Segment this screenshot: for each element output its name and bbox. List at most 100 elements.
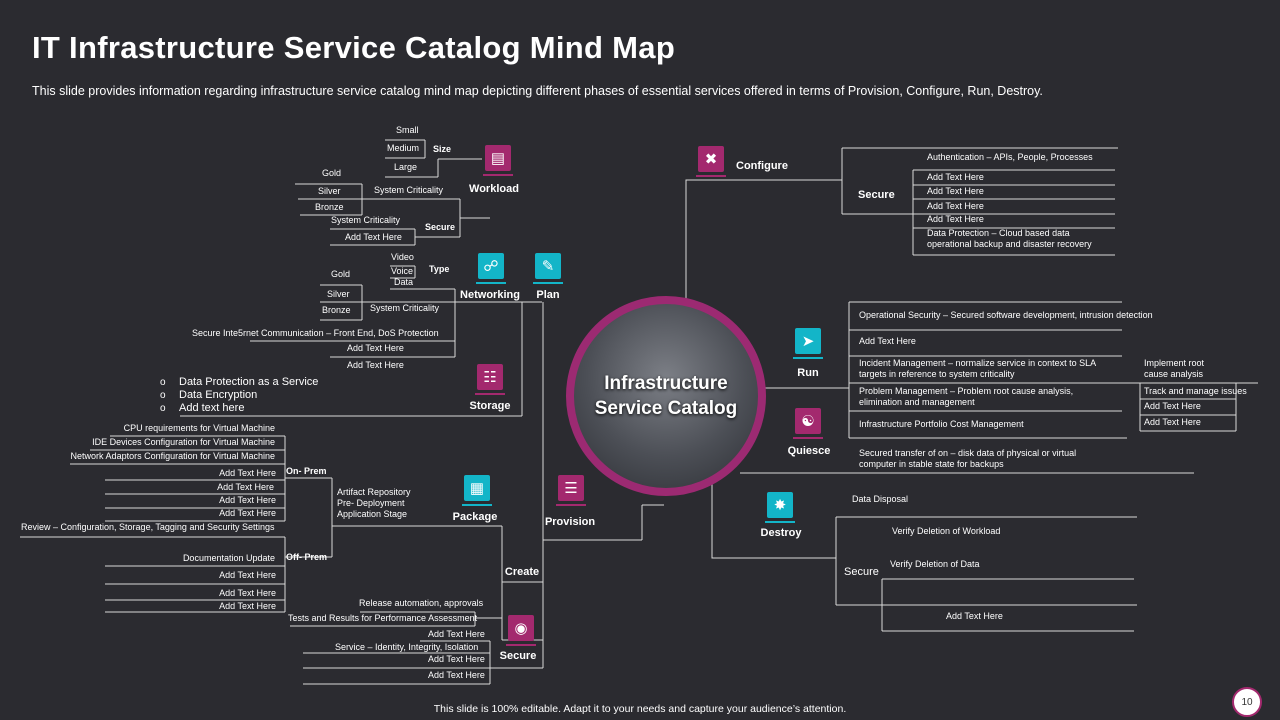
run-problem: Problem Management – Problem root cause … xyxy=(859,386,1074,407)
onprem-item: Network Adaptors Configuration for Virtu… xyxy=(70,451,275,461)
run-track: Track and manage issues xyxy=(1144,386,1247,396)
destroy-item: Verify Deletion of Data xyxy=(890,559,980,569)
size-large: Large xyxy=(394,162,418,172)
configure-item: Authentication – APIs, People, Processes xyxy=(927,152,1093,162)
quiesce-text: Secured transfer of on – disk data of ph… xyxy=(859,448,1077,469)
size-small: Small xyxy=(396,125,419,135)
application-stage: Application Stage xyxy=(337,509,408,519)
secure-add-1: Add Text Here xyxy=(428,629,485,639)
net-add-2: Add Text Here xyxy=(347,360,404,370)
page-number: 10 xyxy=(1232,687,1262,717)
run-add-right-2: Add Text Here xyxy=(1144,417,1201,427)
node-storage: Storage xyxy=(469,400,511,412)
net-add-1: Add Text Here xyxy=(347,343,404,353)
storage-icon: ☷ xyxy=(475,364,505,395)
storage-list: Data Protection as a Service Data Encryp… xyxy=(160,376,318,415)
node-configure: Configure xyxy=(736,160,788,172)
tests-results: Tests and Results for Performance Assess… xyxy=(288,613,478,623)
storage-item: Data Protection as a Service xyxy=(160,376,318,389)
secure-add-3: Add Text Here xyxy=(428,670,485,680)
type-label: Type xyxy=(429,264,450,274)
destroy-item: Verify Deletion of Workload xyxy=(892,526,1001,536)
node-secure-bottom: Secure xyxy=(499,650,537,662)
configure-item: Add Text Here xyxy=(927,172,984,182)
offprem-item: Add Text Here xyxy=(219,588,276,598)
handshake-icon: ☯ xyxy=(793,408,823,439)
run-portfolio: Infrastructure Portfolio Cost Management xyxy=(859,419,1024,429)
workload-secure-label: Secure xyxy=(425,222,456,232)
configure-item: Add Text Here xyxy=(927,186,984,196)
tier-silver: Silver xyxy=(318,186,341,196)
type-video: Video xyxy=(391,252,414,262)
offprem-label: Off- Prem xyxy=(286,552,328,562)
data-disposal: Data Disposal xyxy=(852,494,909,504)
onprem-item: Add Text Here xyxy=(219,495,276,505)
node-package: Package xyxy=(452,511,498,523)
destroy-secure-label: Secure xyxy=(844,566,879,578)
secure-add-2: Add Text Here xyxy=(428,654,485,664)
workload-secure-add: Add Text Here xyxy=(345,232,402,242)
run-icon: ➤ xyxy=(793,328,823,359)
workload-icon: ▤ xyxy=(483,145,513,176)
node-provision: Provision xyxy=(544,516,596,528)
offprem-item: Documentation Update xyxy=(182,553,275,563)
type-voice: Voice xyxy=(391,266,414,276)
slide-footer: This slide is 100% editable. Adapt it to… xyxy=(433,703,847,715)
configure-item: Add Text Here xyxy=(927,214,984,224)
node-destroy: Destroy xyxy=(760,527,802,539)
service-identity: Service – Identity, Integrity, Isolation xyxy=(335,642,479,652)
offprem-item: Add Text Here xyxy=(219,570,276,580)
destroy-icon: ✸ xyxy=(765,492,795,523)
configure-secure-label: Secure xyxy=(858,189,895,201)
size-label: Size xyxy=(433,144,452,154)
run-operational: Operational Security – Secured software … xyxy=(859,310,1153,320)
node-plan: Plan xyxy=(536,289,560,301)
plan-icon: ✎ xyxy=(533,253,563,284)
tools-icon: ✖ xyxy=(696,146,726,177)
onprem-item: CPU requirements for Virtual Machine xyxy=(123,423,275,433)
node-quiesce: Quiesce xyxy=(787,445,831,457)
package-icon: ▦ xyxy=(462,475,492,506)
storage-item: Data Encryption xyxy=(160,389,318,402)
workload-secure-criticality: System Criticality xyxy=(331,215,401,225)
pre-deployment: Pre- Deployment xyxy=(337,498,405,508)
configure-item: Add Text Here xyxy=(927,201,984,211)
type-data: Data xyxy=(394,277,414,287)
tier-gold: Gold xyxy=(322,168,342,178)
workload-system-criticality: System Criticality xyxy=(374,185,444,195)
run-add: Add Text Here xyxy=(859,336,916,346)
node-workload: Workload xyxy=(469,183,519,195)
net-system-criticality: System Criticality xyxy=(370,303,440,313)
tier-bronze: Bronze xyxy=(315,202,344,212)
size-medium: Medium xyxy=(387,143,420,153)
net-tier-gold: Gold xyxy=(331,269,351,279)
node-networking: Networking xyxy=(460,289,520,301)
node-create: Create xyxy=(504,566,540,578)
provision-icon: ☰ xyxy=(556,475,586,506)
offprem-item: Add Text Here xyxy=(219,601,276,611)
slide-title: IT Infrastructure Service Catalog Mind M… xyxy=(32,30,676,65)
net-tier-silver: Silver xyxy=(327,289,350,299)
release-automation: Release automation, approvals xyxy=(359,598,484,608)
run-add-right-1: Add Text Here xyxy=(1144,401,1201,411)
slide-subtitle: This slide provides information regardin… xyxy=(32,84,1043,98)
destroy-item: Add Text Here xyxy=(946,611,1003,621)
onprem-item: Add Text Here xyxy=(217,482,274,492)
storage-item: Add text here xyxy=(160,402,318,415)
onprem-item: Add Text Here xyxy=(219,468,276,478)
onprem-label: On- Prem xyxy=(286,466,327,476)
globe-icon: ☍ xyxy=(476,253,506,284)
review-item: Review – Configuration, Storage, Tagging… xyxy=(21,522,275,532)
run-incident: Incident Management – normalize service … xyxy=(859,358,1097,379)
onprem-item: Add Text Here xyxy=(219,508,276,518)
net-tier-bronze: Bronze xyxy=(322,305,351,315)
net-secure-comm: Secure Inte5rnet Communication – Front E… xyxy=(192,328,439,338)
lock-icon: ◉ xyxy=(506,615,536,646)
onprem-item: IDE Devices Configuration for Virtual Ma… xyxy=(92,437,275,447)
node-run: Run xyxy=(797,367,819,379)
